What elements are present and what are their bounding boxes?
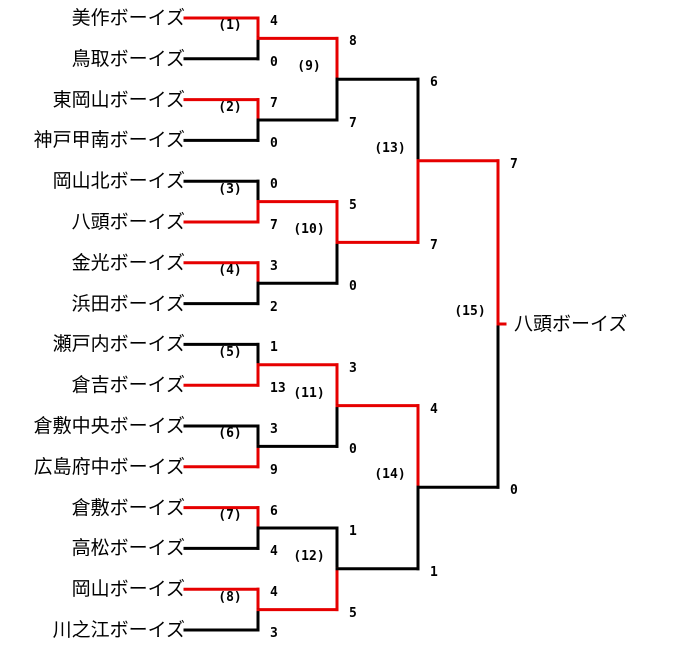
team-name: 倉敷中央ボーイズ	[33, 415, 185, 437]
team-name: 八頭ボーイズ	[71, 211, 185, 233]
match-score: 7	[349, 116, 357, 131]
match-score: 3	[349, 360, 357, 376]
team-name: 倉吉ボーイズ	[71, 374, 185, 397]
match-label: (5)	[218, 344, 242, 360]
match-label: (14)	[374, 467, 406, 483]
match-score: 0	[270, 54, 278, 70]
match-score: 7	[510, 156, 518, 172]
match-score: 0	[270, 177, 278, 193]
match-score: 3	[270, 258, 278, 274]
match-score: 7	[430, 238, 438, 254]
match-score: 2	[270, 299, 278, 315]
team-name: 倉敷ボーイズ	[71, 496, 185, 519]
match-label: (1)	[218, 18, 242, 34]
match-score: 13	[270, 381, 286, 397]
match-score: 5	[349, 197, 357, 213]
match-score: 1	[349, 524, 357, 539]
match-score: 4	[270, 14, 278, 29]
match-score: 1	[270, 340, 278, 356]
match-score: 6	[430, 75, 438, 91]
match-score: 0	[270, 136, 278, 152]
match-score: 8	[349, 34, 357, 50]
match-label: (13)	[374, 140, 406, 156]
team-name: 浜田ボーイズ	[71, 292, 185, 315]
match-label: (12)	[293, 548, 325, 564]
team-name: 高松ボーイズ	[71, 537, 185, 560]
match-label: (3)	[218, 181, 242, 197]
match-score: 4	[270, 585, 278, 601]
match-score: 0	[349, 442, 357, 458]
team-name: 鳥取ボーイズ	[71, 47, 185, 70]
champion-name: 八頭ボーイズ	[514, 313, 628, 335]
match-score: 3	[270, 422, 278, 437]
team-name: 金光ボーイズ	[71, 251, 185, 274]
match-score: 4	[430, 401, 438, 417]
match-label: (6)	[218, 426, 242, 442]
team-name: 岡山ボーイズ	[71, 578, 185, 601]
team-name: 川之江ボーイズ	[52, 619, 185, 641]
match-score: 9	[270, 462, 278, 478]
match-label: (11)	[293, 385, 325, 401]
match-score: 0	[510, 483, 518, 499]
match-label: (15)	[454, 304, 486, 319]
match-label: (2)	[218, 100, 242, 115]
match-label: (10)	[293, 222, 325, 238]
match-score: 7	[270, 218, 278, 233]
match-label: (4)	[218, 263, 242, 279]
match-score: 7	[270, 95, 278, 111]
team-name: 岡山北ボーイズ	[52, 170, 185, 193]
match-score: 4	[270, 544, 278, 560]
match-score: 5	[349, 605, 357, 621]
team-name: 瀬戸内ボーイズ	[52, 333, 185, 356]
match-label: (9)	[297, 59, 321, 75]
match-label: (8)	[218, 589, 242, 605]
match-score: 3	[270, 626, 278, 641]
team-name: 東岡山ボーイズ	[52, 88, 185, 111]
match-score: 6	[270, 503, 278, 519]
team-name: 広島府中ボーイズ	[33, 455, 185, 478]
match-score: 0	[349, 279, 357, 295]
team-name: 神戸甲南ボーイズ	[33, 129, 185, 152]
match-label: (7)	[218, 508, 242, 523]
team-name: 美作ボーイズ	[71, 7, 185, 29]
match-score: 1	[430, 564, 438, 580]
